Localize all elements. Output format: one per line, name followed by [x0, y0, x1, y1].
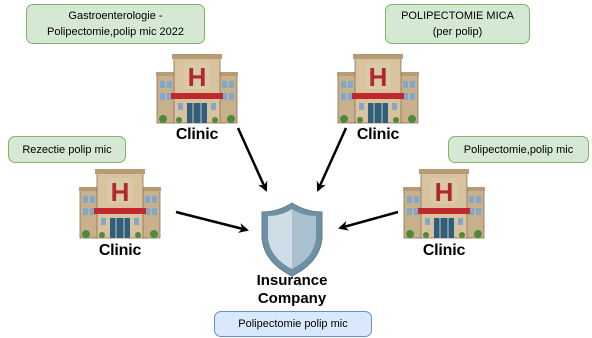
label-mid-right-text: Polipectomie,polip mic [463, 143, 574, 156]
insurance-line1: Insurance [256, 272, 328, 289]
label-top-left: Gastroenterologie - Polipectomie,polip m… [26, 4, 205, 44]
label-mid-left: Rezectie polip mic [8, 136, 126, 163]
insurance-line2: Company [257, 290, 327, 307]
clinic-caption: Clinic [175, 126, 219, 143]
label-top-left-line1: Gastroenterologie - [68, 10, 163, 22]
clinic-caption: Clinic [98, 242, 142, 259]
arrow-mid-right [338, 210, 399, 231]
arrow-top-right [316, 127, 348, 192]
label-top-right-line1: POLIPECTOMIE MICA [401, 10, 514, 22]
shield-icon [261, 202, 323, 277]
clinic-caption: Clinic [356, 126, 400, 143]
label-top-left-line2: Polipectomie,polip mic 2022 [47, 26, 184, 38]
label-top-right-line2: (per polip) [432, 26, 483, 38]
arrow-mid-left [175, 210, 249, 233]
label-top-right: POLIPECTOMIE MICA (per polip) [385, 4, 530, 44]
hospital-icon [78, 168, 162, 239]
label-bottom: Polipectomie polip mic [214, 311, 372, 337]
hospital-icon [336, 53, 420, 124]
label-mid-right: Polipectomie,polip mic [448, 136, 589, 163]
label-bottom-text: Polipectomie polip mic [238, 318, 348, 330]
hospital-icon [155, 53, 239, 124]
clinic-caption: Clinic [422, 242, 466, 259]
arrow-top-left [236, 127, 268, 192]
insurance-company-caption: Insurance Company [242, 272, 342, 308]
label-mid-left-text: Rezectie polip mic [22, 143, 112, 156]
hospital-icon [402, 168, 486, 239]
